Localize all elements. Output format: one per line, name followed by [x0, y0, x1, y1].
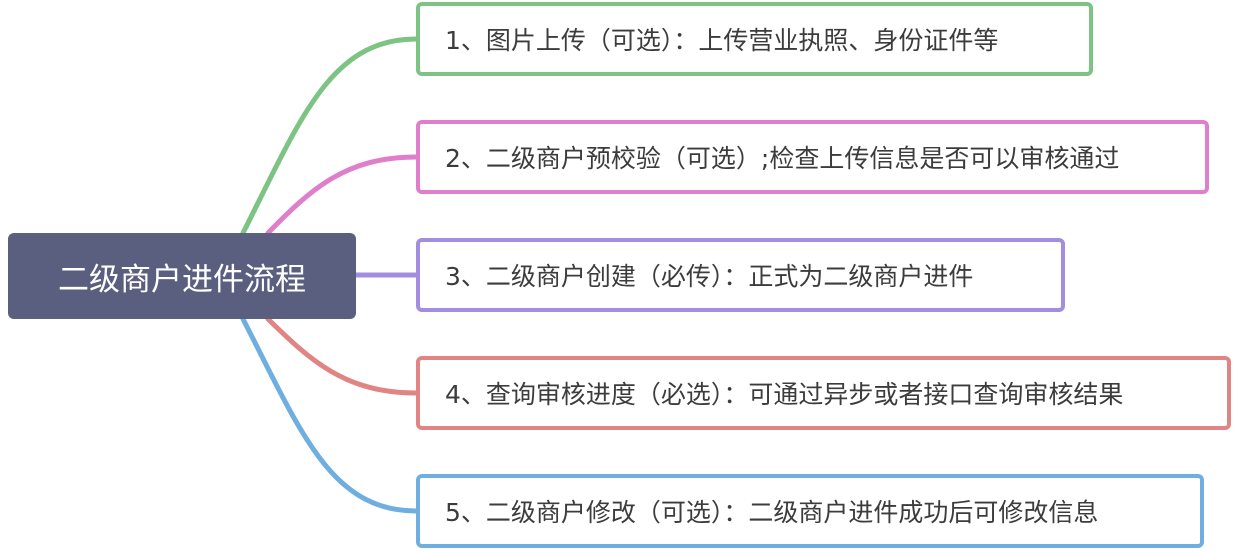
connector-line-2 — [265, 154, 419, 236]
root-label: 二级商户进件流程 — [58, 261, 306, 298]
connector-line-5 — [240, 316, 419, 514]
branch-label-5: 5、二级商户修改（可选）：二级商户进件成功后可修改信息 — [445, 498, 1099, 527]
branch-label-4: 4、查询审核进度（必选）：可通过异步或者接口查询审核结果 — [445, 380, 1124, 409]
branch-label-1: 1、图片上传（可选）：上传营业执照、身份证件等 — [445, 26, 999, 55]
branch-node-3: 3、二级商户创建（必传）：正式为二级商户进件 — [416, 238, 1065, 312]
root-node: 二级商户进件流程 — [8, 233, 356, 319]
connector-line-1 — [240, 36, 419, 236]
branch-node-1: 1、图片上传（可选）：上传营业执照、身份证件等 — [416, 2, 1093, 76]
branch-node-5: 5、二级商户修改（可选）：二级商户进件成功后可修改信息 — [416, 474, 1204, 548]
branch-node-2: 2、二级商户预校验（可选）;检查上传信息是否可以审核通过 — [416, 120, 1209, 194]
branch-node-4: 4、查询审核进度（必选）：可通过异步或者接口查询审核结果 — [416, 356, 1231, 430]
branch-label-3: 3、二级商户创建（必传）：正式为二级商户进件 — [445, 262, 974, 291]
connector-line-4 — [265, 316, 419, 396]
branch-label-2: 2、二级商户预校验（可选）;检查上传信息是否可以审核通过 — [445, 144, 1120, 173]
